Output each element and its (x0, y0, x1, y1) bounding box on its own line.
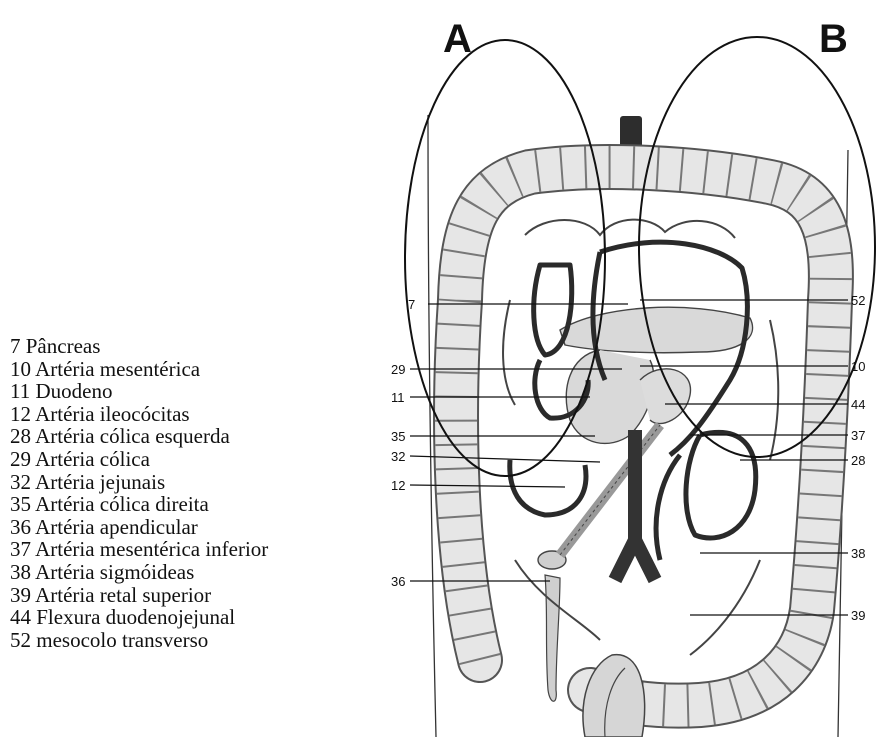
callout-32: 32 (391, 449, 405, 464)
region-label-b: B (819, 17, 848, 61)
callout-35: 35 (391, 429, 405, 444)
callout-11: 11 (391, 390, 405, 405)
region-label-a: A (443, 17, 472, 61)
appendix (545, 575, 560, 701)
pancreas (560, 307, 753, 352)
callout-7: 7 (408, 297, 415, 312)
callout-39: 39 (851, 608, 865, 623)
aortic-bifurcation (615, 430, 655, 580)
callout-37: 37 (851, 428, 865, 443)
callout-29: 29 (391, 362, 405, 377)
callout-12: 12 (391, 478, 405, 493)
callout-10: 10 (851, 359, 865, 374)
rectum (583, 655, 645, 737)
callout-52: 52 (851, 293, 865, 308)
callout-44: 44 (851, 397, 865, 412)
callout-36: 36 (391, 574, 405, 589)
callout-38: 38 (851, 546, 865, 561)
callout-28: 28 (851, 453, 865, 468)
